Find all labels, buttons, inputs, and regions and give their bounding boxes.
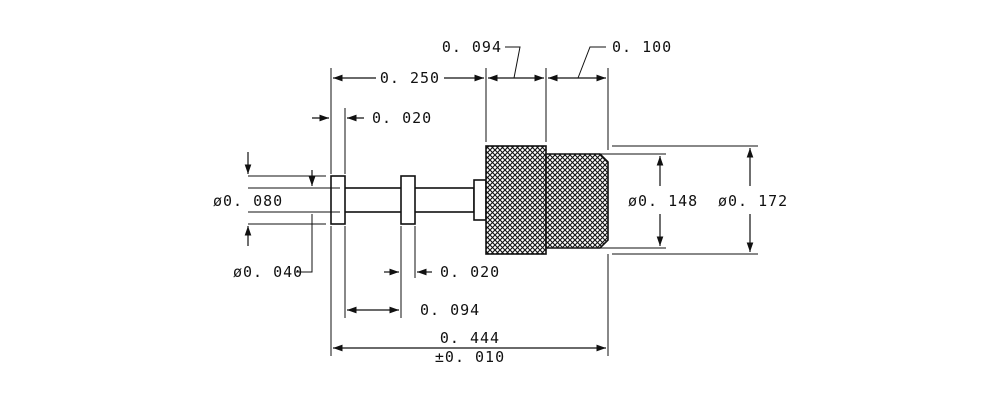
knurled-body-large: [485, 145, 547, 255]
label-flange-spacing: 0. 094: [420, 301, 480, 319]
part-outline: [330, 145, 609, 255]
label-overall-length: 0. 444: [440, 329, 500, 347]
dimension-lines: [244, 46, 754, 352]
dimension-labels: 0. 094 0. 100 0. 250 0. 020 ø0. 080 ø0. …: [213, 38, 788, 366]
label-to-knurl-length: 0. 250: [380, 69, 440, 87]
left-flange: [330, 175, 346, 225]
label-flange-diameter: ø0. 080: [213, 192, 283, 210]
label-knurl-length-2: 0. 100: [612, 38, 672, 56]
label-flange-width-mid: 0. 020: [440, 263, 500, 281]
knurled-body-small: [545, 153, 609, 249]
label-body-diameter-small: ø0. 148: [628, 192, 698, 210]
label-knurl-length-1: 0. 094: [442, 38, 502, 56]
label-body-diameter-large: ø0. 172: [718, 192, 788, 210]
extension-lines: [248, 68, 758, 356]
middle-flange: [400, 175, 416, 225]
label-pin-diameter: ø0. 040: [233, 263, 303, 281]
label-flange-width-left: 0. 020: [372, 109, 432, 127]
shaft-collar: [473, 179, 487, 221]
label-overall-tolerance: ±0. 010: [435, 348, 505, 366]
